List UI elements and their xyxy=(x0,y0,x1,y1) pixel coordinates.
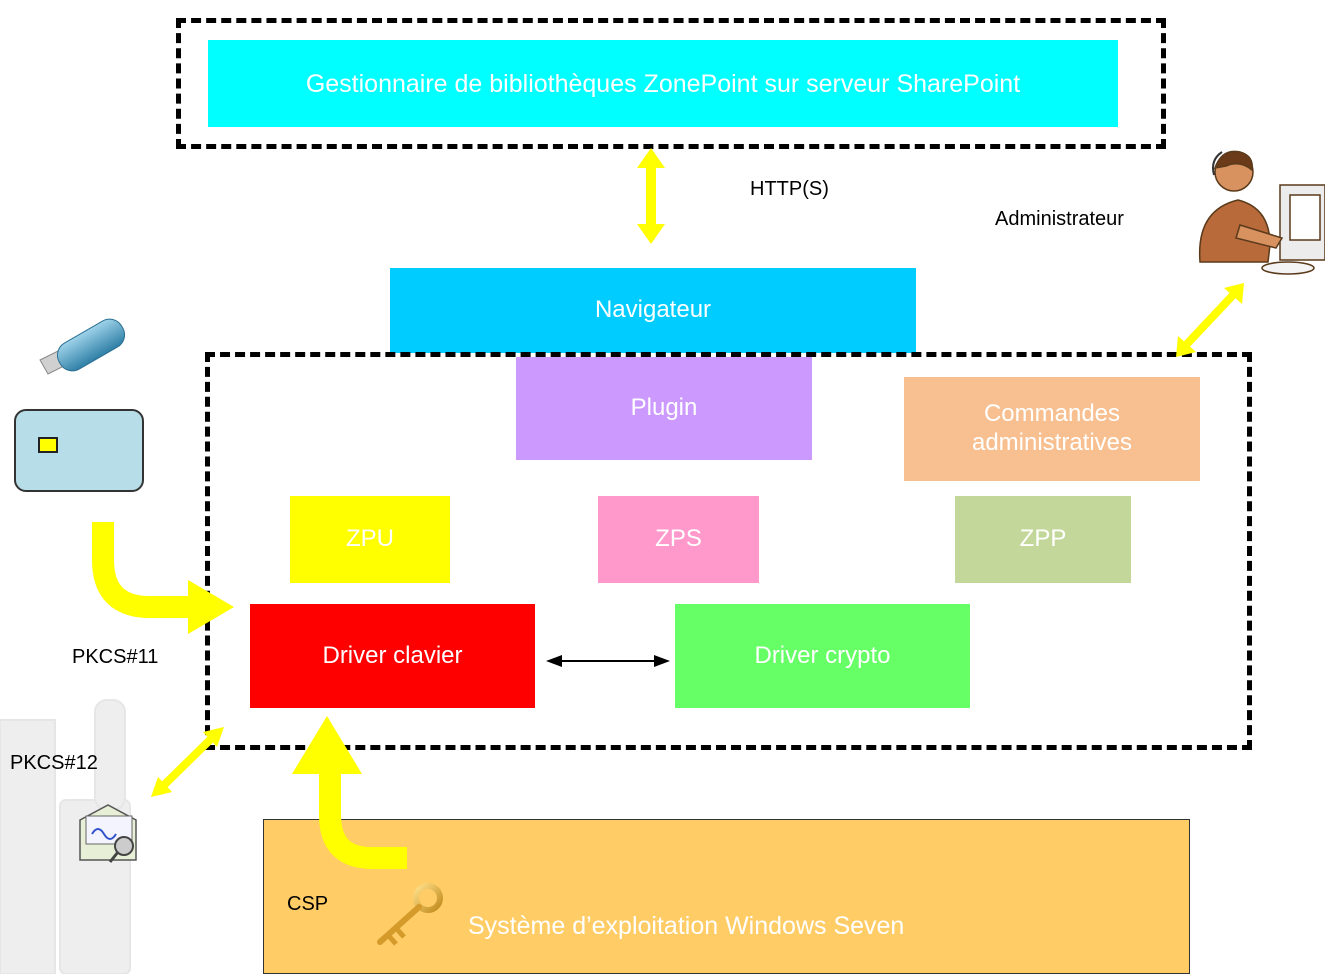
server-label: Gestionnaire de bibliothèques ZonePoint … xyxy=(305,69,1021,98)
os-label: Système d’exploitation Windows Seven xyxy=(468,912,905,940)
smart-card-icon xyxy=(14,409,144,492)
zps-label: ZPS xyxy=(655,525,702,553)
zpu-label: ZPU xyxy=(346,525,394,553)
card-chip xyxy=(38,437,58,453)
driver-keyboard-box: Driver clavier xyxy=(250,604,535,708)
administrator-label: Administrateur xyxy=(995,208,1124,230)
http-label: HTTP(S) xyxy=(750,178,829,200)
usb-key-icon xyxy=(39,318,126,375)
browser-box: Navigateur xyxy=(390,268,916,353)
plugin-box: Plugin xyxy=(516,357,812,460)
admin-commands-box: Commandes administratives xyxy=(904,377,1200,481)
server-box: Gestionnaire de bibliothèques ZonePoint … xyxy=(208,40,1118,127)
pkcs12-label: PKCS#12 xyxy=(10,752,98,774)
plugin-label: Plugin xyxy=(630,394,698,422)
csp-curved-arrow xyxy=(292,716,407,869)
pkcs11-curved-arrow xyxy=(92,522,234,634)
admin-commands-label: Commandes administratives xyxy=(971,400,1133,456)
driver-keyboard-label: Driver clavier xyxy=(322,641,463,669)
driver-double-arrow xyxy=(546,655,670,667)
certificate-icon xyxy=(79,804,137,863)
zpp-label: ZPP xyxy=(1019,525,1067,553)
driver-crypto-label: Driver crypto xyxy=(754,641,891,669)
http-double-arrow xyxy=(637,148,665,244)
zpp-box: ZPP xyxy=(955,496,1131,583)
key-icon xyxy=(377,883,443,946)
browser-label: Navigateur xyxy=(594,296,712,324)
csp-label: CSP xyxy=(287,893,329,915)
server-container xyxy=(176,18,1166,149)
zps-box: ZPS xyxy=(598,496,759,583)
administrator-icon xyxy=(1198,150,1325,275)
admin-double-arrow xyxy=(1176,283,1244,357)
client-container xyxy=(205,352,1252,750)
pkcs12-double-arrow xyxy=(151,727,224,797)
pkcs11-label: PKCS#11 xyxy=(72,646,159,668)
driver-crypto-box: Driver crypto xyxy=(675,604,970,708)
zpu-box: ZPU xyxy=(290,496,450,583)
